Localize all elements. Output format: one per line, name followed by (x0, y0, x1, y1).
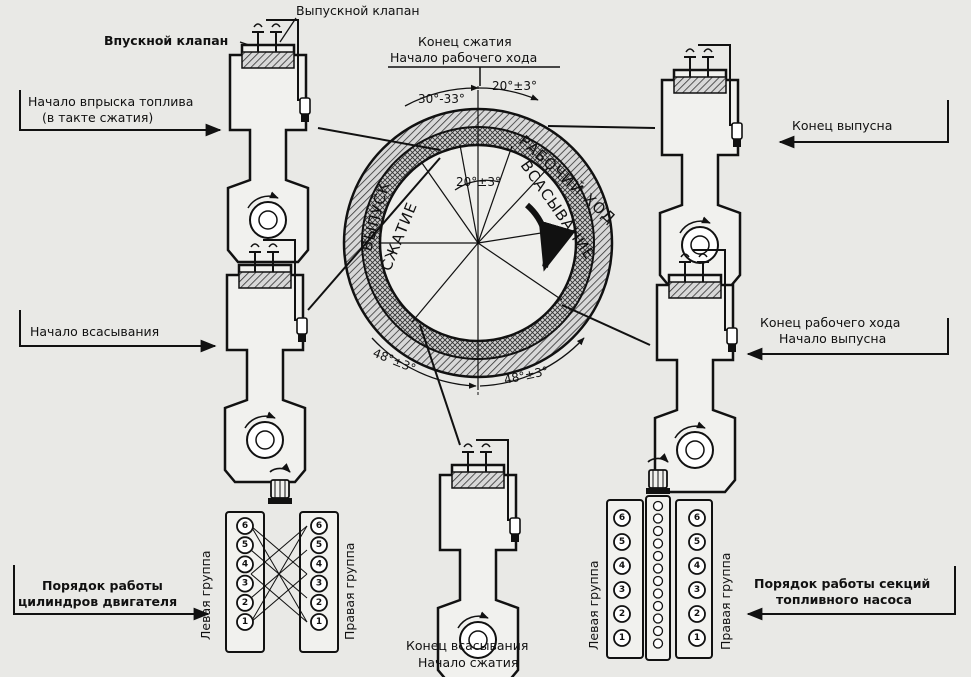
label-intake-end: Конец всасывания (406, 638, 528, 653)
pump-left-cylinder-number: 2 (619, 609, 625, 619)
firing-left-cylinder-number: 2 (242, 598, 248, 608)
pump-section-hole (652, 563, 664, 574)
firing-right-cylinder-5 (310, 536, 328, 555)
pump-left-cylinder-5 (613, 533, 631, 551)
label-power-start: Начало рабочего хода (390, 50, 537, 65)
label-exhaust-valve: Выпускной клапан (296, 3, 420, 18)
firing-right-cylinder-number: 3 (316, 579, 322, 589)
pump-right-cylinder-number: 5 (694, 537, 700, 547)
firing-left-cylinder-5 (236, 536, 254, 555)
pump-section-hole (652, 600, 664, 612)
angle-30-33: 30°-33° (418, 92, 465, 106)
firing-right-group-label: Правая группа (342, 543, 357, 640)
pump-right-group-label: Правая группа (718, 553, 733, 650)
pump-right-cylinder-4 (688, 557, 706, 575)
pump-section-hole (652, 638, 664, 649)
engine-power-end (655, 250, 737, 492)
pump-right-cylinder-2 (688, 605, 706, 623)
engine-injection-start (228, 20, 310, 262)
pump-right-cylinder-number: 2 (694, 609, 700, 619)
pump-section-hole (652, 525, 664, 537)
pump-left-cylinder-6 (613, 509, 631, 527)
angle-20-inner: 20°±3° (456, 175, 501, 189)
pump-left-cylinder-number: 6 (619, 513, 625, 523)
firing-right-cylinder-1 (310, 613, 328, 631)
pump-left-cylinder-number: 4 (619, 561, 625, 571)
firing-right-cylinder-2 (310, 593, 328, 612)
pump-section-hole (652, 550, 664, 562)
engine-intake-start (225, 240, 307, 482)
label-intake-start: Начало всасывания (30, 324, 159, 339)
firing-left-cylinder-6 (236, 517, 254, 535)
pump-right-cylinder-1 (688, 629, 706, 647)
pump-section-hole (652, 538, 664, 549)
firing-left-group-label: Левая группа (198, 550, 213, 640)
label-compression-end: Конец сжатия (418, 34, 512, 49)
pump-right-cylinder-5 (688, 533, 706, 551)
label-power-end-line2: Начало выпусна (779, 331, 886, 346)
label-intake-valve: Впускной клапан (104, 33, 228, 48)
firing-left-cylinder-number: 1 (242, 617, 248, 627)
label-firing-order-line1: Порядок работы (42, 578, 163, 593)
pump-section-hole (652, 575, 664, 587)
pump-left-group-label: Левая группа (586, 560, 601, 650)
pump-left-cylinder-4 (613, 557, 631, 575)
label-exhaust-end: Конец выпусна (792, 118, 892, 133)
pump-left-cylinder-number: 5 (619, 537, 625, 547)
pump-left-cylinder-2 (613, 605, 631, 623)
firing-right-cylinder-number: 2 (316, 598, 322, 608)
firing-left-cylinder-4 (236, 555, 254, 574)
pump-right-cylinder-3 (688, 581, 706, 599)
firing-left-cylinder-number: 3 (242, 579, 248, 589)
firing-right-cylinder-number: 4 (316, 559, 322, 569)
pump-right-cylinder-number: 3 (694, 585, 700, 595)
firing-right-cylinder-number: 5 (316, 540, 322, 550)
firing-right-cylinder-number: 1 (316, 617, 322, 627)
label-compression-start: Начало сжатия (418, 655, 518, 670)
firing-right-cylinder-6 (310, 517, 328, 535)
label-power-end-line1: Конец рабочего хода (760, 315, 900, 330)
firing-left-cylinder-number: 4 (242, 559, 248, 569)
label-pump-order-line2: топливного насоса (776, 592, 912, 607)
pump-left-cylinder-3 (613, 581, 631, 599)
pump-right-cylinder-number: 6 (694, 513, 700, 523)
firing-right-cylinder-4 (310, 555, 328, 574)
firing-left-cylinder-number: 6 (242, 521, 248, 531)
pump-section-hole (652, 588, 664, 599)
label-firing-order-line2: цилиндров двигателя (18, 594, 177, 609)
pump-section-hole (652, 613, 664, 624)
pump-section-hole (652, 500, 664, 512)
angle-20-top: 20°±3° (492, 79, 537, 93)
label-injection-start-line2: (в такте сжатия) (42, 110, 153, 125)
firing-left-cylinder-2 (236, 593, 254, 612)
label-pump-order-line1: Порядок работы секций (754, 576, 930, 591)
label-injection-start-line1: Начало впрыска топлива (28, 94, 193, 109)
timing-ring (342, 86, 614, 398)
pump-right-cylinder-number: 4 (694, 561, 700, 571)
pump-right-cylinder-number: 1 (694, 633, 700, 643)
pump-section-hole (652, 625, 664, 637)
pump-left-cylinder-number: 3 (619, 585, 625, 595)
firing-left-cylinder-number: 5 (242, 540, 248, 550)
firing-right-cylinder-number: 6 (316, 521, 322, 531)
pump-left-cylinder-number: 1 (619, 633, 625, 643)
pump-right-cylinder-6 (688, 509, 706, 527)
firing-left-cylinder-1 (236, 613, 254, 631)
pump-section-hole (652, 513, 664, 524)
firing-right-cylinder-3 (310, 574, 328, 593)
firing-left-cylinder-3 (236, 574, 254, 593)
pump-left-cylinder-1 (613, 629, 631, 647)
